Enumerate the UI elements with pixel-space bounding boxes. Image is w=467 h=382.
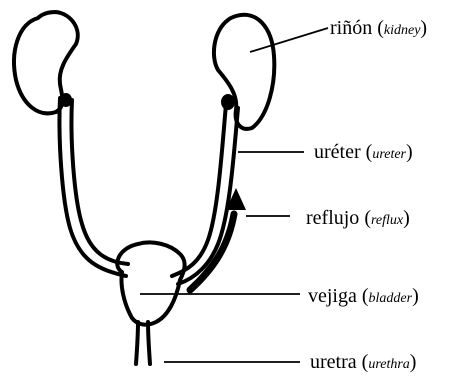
ureter-label: uréter (ureter) [314, 142, 413, 162]
right-ureter-outer [172, 104, 226, 276]
right-kidney [214, 15, 274, 129]
left-hilum [60, 93, 72, 107]
bladder-label-es: vejiga [308, 285, 357, 307]
reflux-label-en: reflux [371, 213, 403, 228]
bladder-label: vejiga (bladder) [308, 286, 419, 306]
kidney-leader [250, 28, 328, 52]
reflux-label: reflujo (reflux) [306, 208, 410, 228]
right-hilum [221, 94, 235, 110]
urethra-left [136, 322, 138, 364]
kidney-label-es: riñón [330, 17, 372, 39]
right-ureter-inner [178, 108, 238, 284]
bladder-label-en: bladder [369, 291, 413, 306]
urethra-right [148, 322, 150, 364]
kidney-label-en: kidney [384, 23, 421, 38]
reflux-label-es: reflujo [306, 207, 359, 229]
urethra-label-en: urethra [368, 357, 409, 372]
bladder [117, 242, 184, 324]
urethra-label: uretra (urethra) [310, 352, 416, 372]
kidney-label: riñón (kidney) [330, 18, 427, 38]
left-ureter-inner [71, 100, 128, 264]
ureter-label-es: uréter [314, 141, 361, 163]
ureter-label-en: ureter [372, 147, 406, 162]
urethra-label-es: uretra [310, 351, 357, 373]
